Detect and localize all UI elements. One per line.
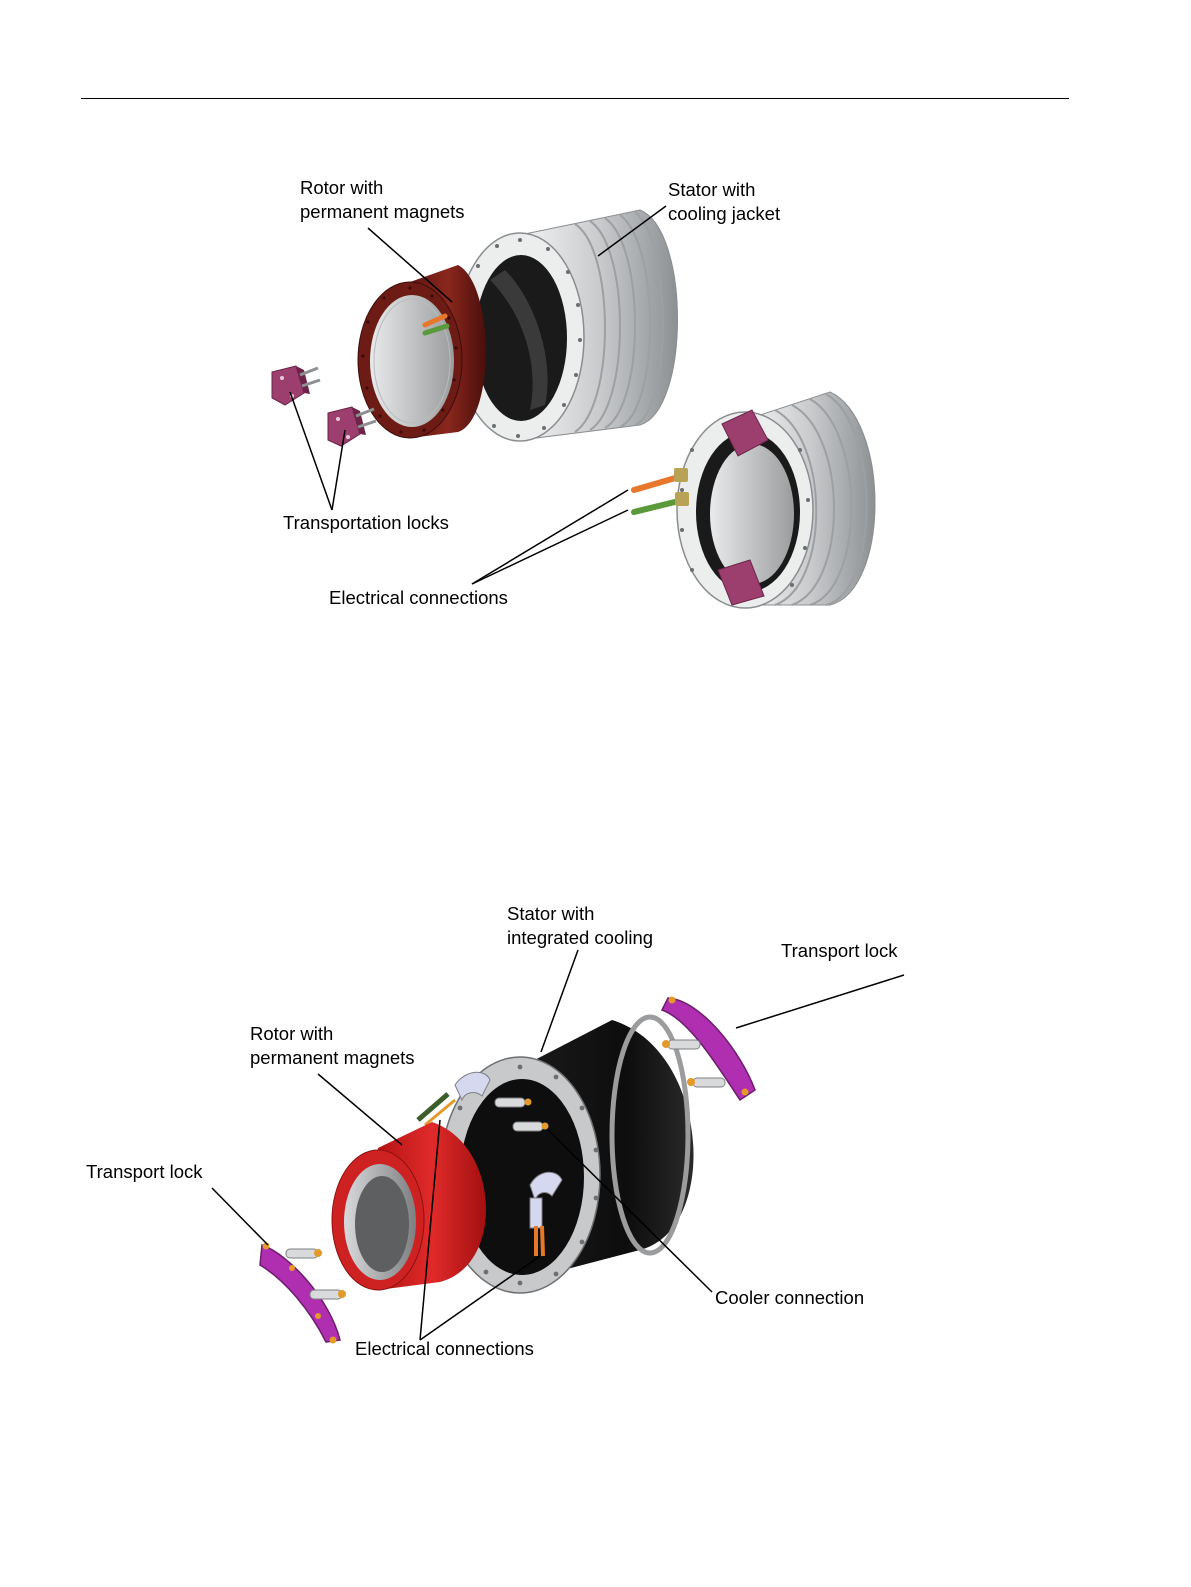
label-rotor-1-line1: Rotor with <box>300 176 383 200</box>
label-transport-lock-right: Transport lock <box>781 939 898 963</box>
label-rotor-1-line2: permanent magnets <box>300 200 465 224</box>
label-rotor-2-line1: Rotor with <box>250 1022 333 1046</box>
label-transport-lock-left: Transport lock <box>86 1160 203 1184</box>
label-stator-2-line1: Stator with <box>507 902 594 926</box>
label-rotor-2-line2: permanent magnets <box>250 1046 415 1070</box>
label-electrical-connections-2: Electrical connections <box>355 1337 534 1361</box>
label-transportation-locks: Transportation locks <box>283 511 449 535</box>
label-stator-2-line2: integrated cooling <box>507 926 653 950</box>
label-stator-1-line2: cooling jacket <box>668 202 780 226</box>
rotor-with-permanent-magnets <box>332 1122 486 1290</box>
label-stator-1-line1: Stator with <box>668 178 755 202</box>
transport-lock-left <box>260 1243 346 1344</box>
label-electrical-connections-1: Electrical connections <box>329 586 508 610</box>
label-cooler-connection: Cooler connection <box>715 1286 864 1310</box>
